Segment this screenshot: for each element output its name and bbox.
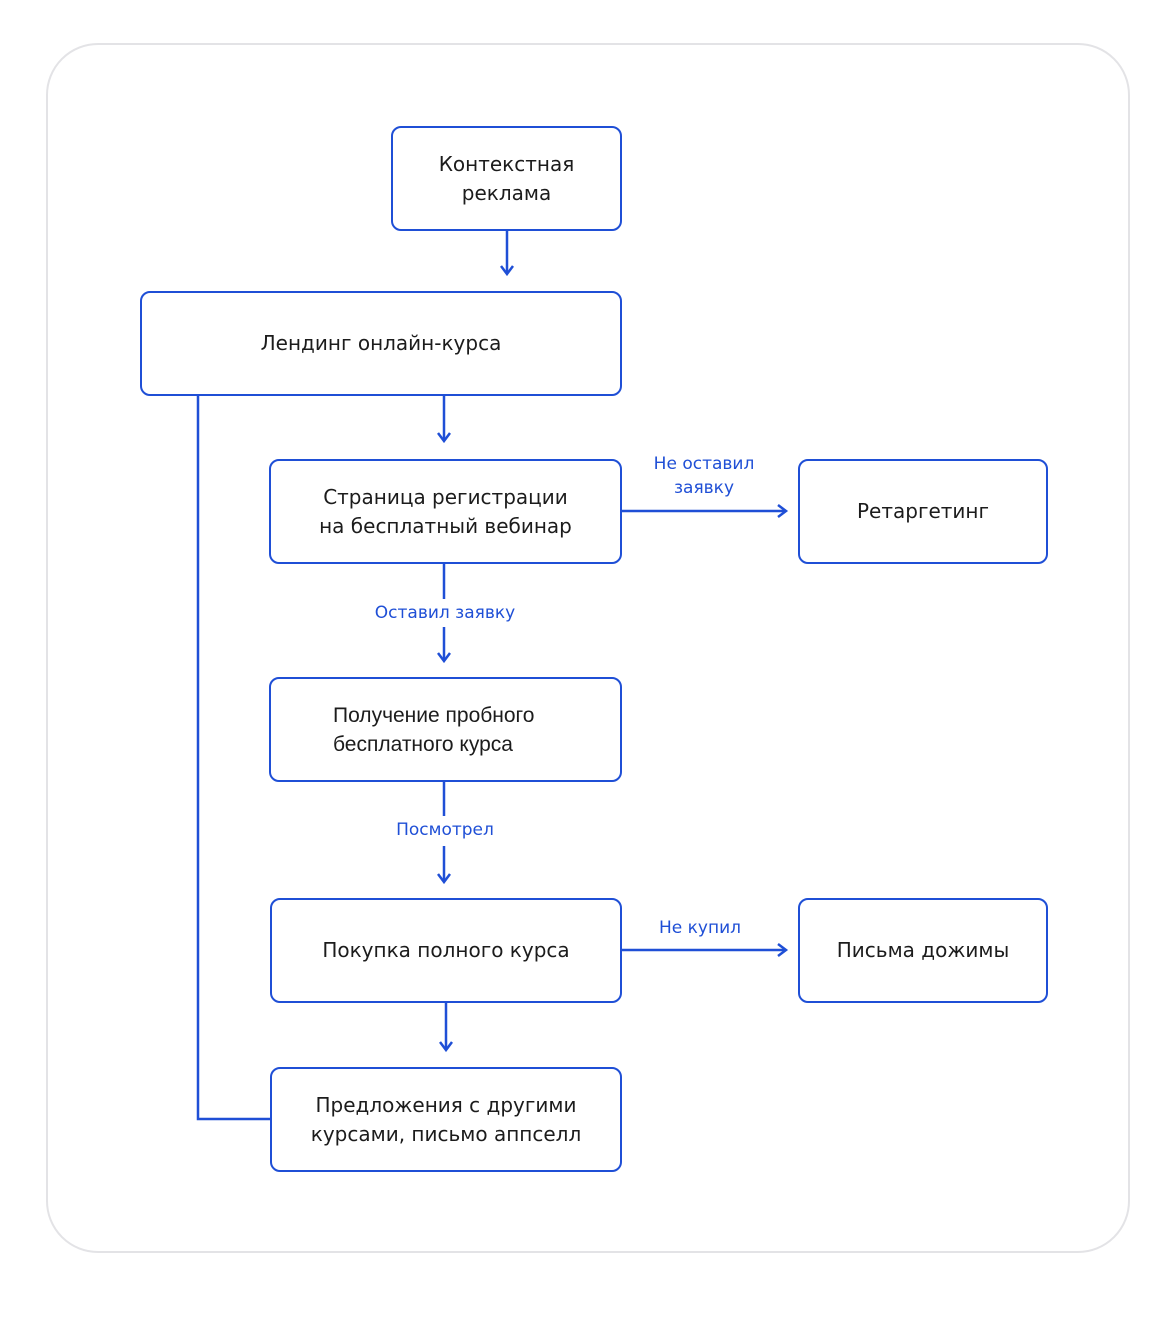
node-trial-course: Получение пробного бесплатного курса bbox=[269, 677, 622, 782]
node-context-ads: Контекстная реклама bbox=[391, 126, 622, 231]
node-purchase: Покупка полного курса bbox=[270, 898, 622, 1003]
label-no-application: Не оставил заявку bbox=[653, 454, 755, 498]
node-retargeting: Ретаргетинг bbox=[798, 459, 1048, 564]
label-not-bought: Не купил bbox=[658, 918, 741, 938]
label-applied: Оставил заявку bbox=[354, 601, 536, 625]
edge-landing-to-upsell bbox=[196, 396, 272, 1121]
node-registration: Страница регистрации на бесплатный вебин… bbox=[269, 459, 622, 564]
label-watched: Посмотрел bbox=[374, 818, 516, 842]
node-reminder-emails: Письма дожимы bbox=[798, 898, 1048, 1003]
diagram-card bbox=[46, 43, 1130, 1253]
node-upsell: Предложения с другими курсами, письмо ап… bbox=[270, 1067, 622, 1172]
node-landing: Лендинг онлайн-курса bbox=[140, 291, 622, 396]
